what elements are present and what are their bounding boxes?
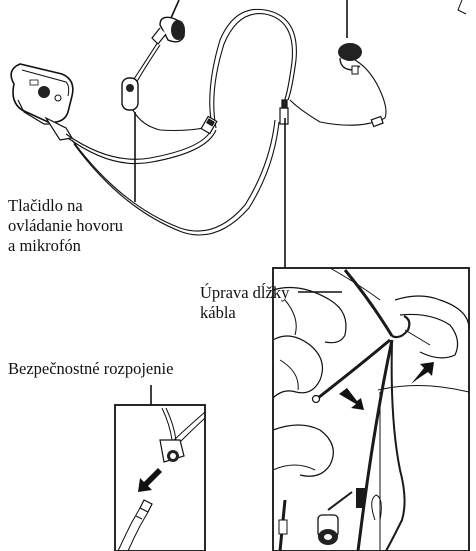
cable-length-label: Úprava dĺžky kábla: [200, 283, 289, 323]
call-button-mic: [122, 78, 138, 110]
left-earbud: [152, 17, 185, 44]
pointer-line-left-earbud: [171, 0, 179, 18]
right-earbud: [338, 43, 362, 74]
call-button-mic-label: Tlačidlo na ovládanie hovoru a mikrofón: [8, 196, 123, 256]
cable-length-inset: [273, 268, 469, 551]
edge-mark: [458, 0, 466, 14]
safety-release-label: Bezpečnostné rozpojenie: [8, 359, 173, 379]
safety-release-inset: [115, 385, 205, 551]
cable-connectors: [201, 100, 383, 134]
bluetooth-clip-unit: [11, 64, 73, 140]
